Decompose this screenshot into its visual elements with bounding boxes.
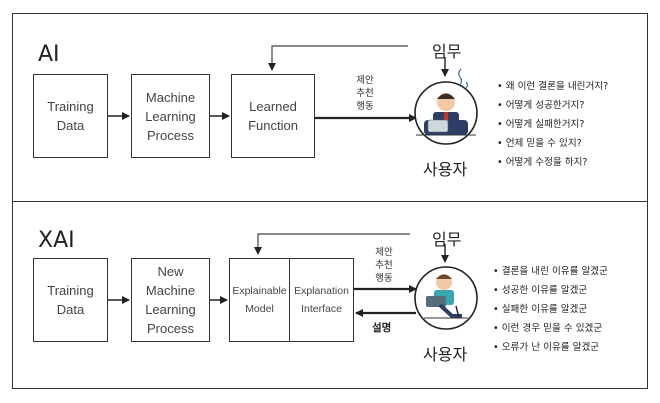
ai-task-arrow (268, 45, 408, 71)
xai-user-figure (414, 266, 478, 330)
ai-question-list: 왜 이런 결론을 내린거지? 어떻게 성공한거지? 어떻게 실패한거지? 언제 … (497, 77, 647, 172)
ai-output-label: 제안 추천 행동 (356, 75, 374, 112)
xai-answer-list: 결론을 내린 이유를 알겠군 성공한 이유를 알겠군 실패한 이유를 알겠군 이… (493, 262, 643, 357)
xai-task-arrow (254, 233, 410, 255)
ai-user-figure (414, 68, 478, 145)
xai-answer-item: 성공한 이유를 알겠군 (493, 281, 643, 300)
ai-task-label: 임무 (432, 42, 462, 61)
xai-explanation-label: 설명 (372, 322, 392, 334)
xai-training-data-box: Training Data (33, 258, 108, 342)
xai-answer-item: 이런 경우 믿을 수 있겠군 (493, 319, 643, 338)
xai-explanation-interface-box: Explanation Interface (289, 258, 354, 342)
ai-ml-process-box: Machine Learning Process (131, 74, 210, 158)
ai-question-item: 언제 믿을 수 있지? (497, 134, 647, 153)
ai-question-item: 왜 이런 결론을 내린거지? (497, 77, 647, 96)
ai-question-item: 어떻게 실패한거지? (497, 115, 647, 134)
xai-user-label: 사용자 (423, 345, 468, 364)
xai-answer-item: 오류가 난 이유를 알겠군 (493, 338, 643, 357)
ai-question-item: 어떻게 수정을 하지? (497, 153, 647, 172)
xai-ml-process-box: New Machine Learning Process (131, 258, 210, 342)
xai-answer-item: 결론을 내린 이유를 알겠군 (493, 262, 643, 281)
ai-title: AI (38, 42, 60, 67)
xai-explainable-model-box: Explainable Model (229, 258, 290, 342)
xai-output-label: 제안 추천 행동 (375, 247, 393, 284)
xai-task-label: 임무 (432, 230, 462, 249)
ai-learned-function-box: Learned Function (231, 74, 315, 158)
xai-answer-item: 실패한 이유를 알겠군 (493, 300, 643, 319)
xai-title: XAI (38, 228, 75, 253)
ai-question-item: 어떻게 성공한거지? (497, 96, 647, 115)
ai-training-data-box: Training Data (33, 74, 108, 158)
ai-user-label: 사용자 (423, 160, 468, 179)
